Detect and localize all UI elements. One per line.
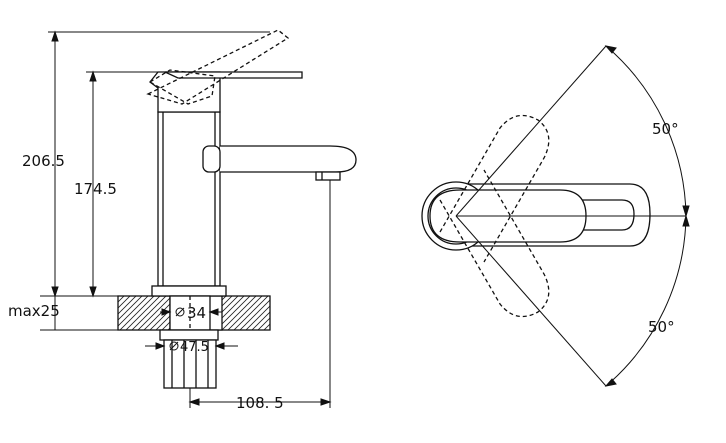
spout-height-label: 174.5 [74, 180, 117, 198]
handle-rotated-positions [439, 114, 550, 318]
reach-label: 108. 5 [236, 394, 284, 412]
total-height-label: 206.5 [22, 152, 65, 170]
max-deck-label: max25 [8, 302, 60, 320]
side-view [117, 29, 357, 389]
hole-diameter-label: 34 [187, 304, 206, 322]
lower-angle-label: 50° [648, 318, 675, 336]
nut-diameter-label: 47.5 [180, 340, 209, 355]
angle-indicators [455, 45, 690, 387]
upper-angle-label: 50° [652, 120, 679, 138]
spout [202, 145, 357, 181]
dimension-lines [40, 30, 332, 408]
diameter-symbols [169, 307, 185, 351]
handle-side [146, 29, 303, 113]
